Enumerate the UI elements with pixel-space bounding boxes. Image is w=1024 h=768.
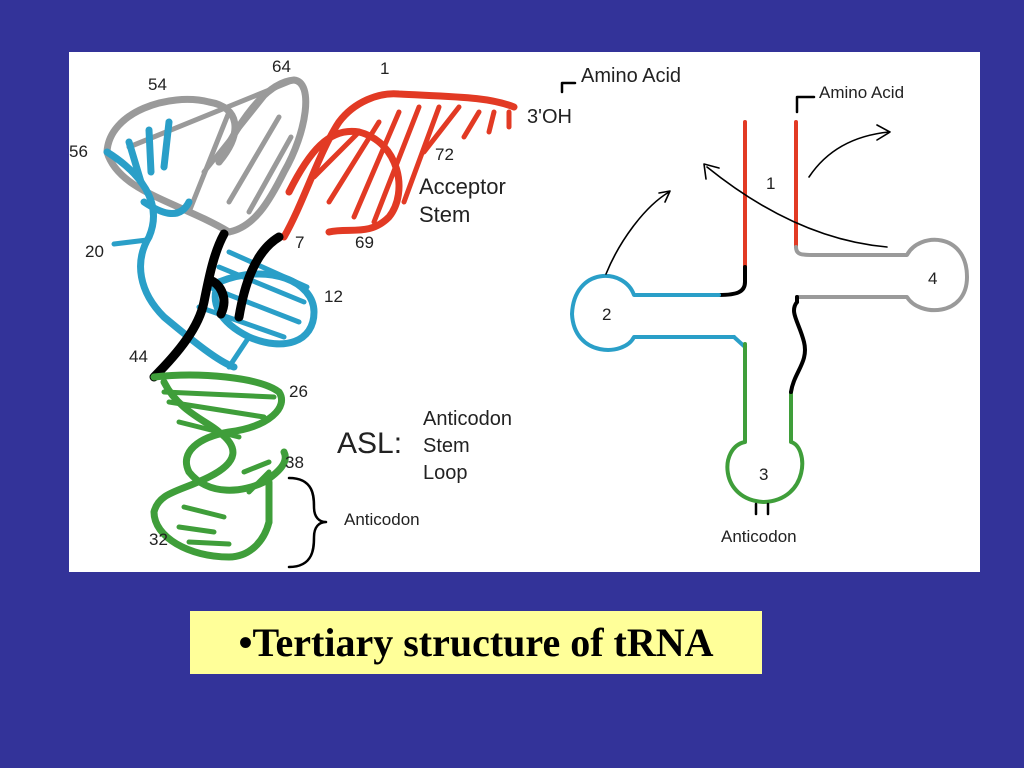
caption-box: •Tertiary structure of tRNA [190,611,762,674]
amino-acid-bracket [560,81,577,94]
residue-32: 32 [149,530,168,549]
residue-1: 1 [380,59,389,78]
loop-4-label: 4 [928,269,937,288]
cloverleaf-anticodon-label: Anticodon [721,527,797,546]
residue-26: 26 [289,382,308,401]
loop-2-label: 2 [602,305,611,324]
residue-12: 12 [324,287,343,306]
residue-20: 20 [85,242,104,261]
arrow-acceptor [808,124,891,178]
t-arm-gray [103,76,310,236]
trna-diagram: 64 1 54 56 72 20 7 69 12 44 26 38 32 Ami… [69,57,969,569]
residue-7: 7 [295,233,304,252]
oh-label: 3'OH [527,106,572,128]
loop-3-label: 3 [759,465,768,484]
anticodon-label: Anticodon [344,510,420,529]
anticodon-arm-green [150,371,289,561]
left-labels: 64 1 54 56 72 20 7 69 12 44 26 38 32 Ami… [69,57,681,549]
residue-44: 44 [129,347,148,366]
asl-loop-label: Loop [423,462,468,484]
residue-64: 64 [272,57,291,76]
acceptor-label: Acceptor [419,174,506,199]
residue-38: 38 [285,453,304,472]
residue-54: 54 [148,75,167,94]
cloverleaf-diagram [570,95,969,516]
cloverleaf-d-arm [570,273,736,352]
cloverleaf-t-arm [794,237,969,312]
anticodon-brace [287,476,328,569]
cloverleaf-anticodon-arm [725,342,805,504]
diagram-panel: 64 1 54 56 72 20 7 69 12 44 26 38 32 Ami… [69,52,980,572]
acceptor-stem-label: Stem [419,202,470,227]
asl-stem-label: Stem [423,435,470,457]
asl-anticodon-label: Anticodon [423,408,512,430]
asl-label: ASL: [337,427,402,460]
amino-acid-label: Amino Acid [581,65,681,87]
amino-acid-bracket-right [795,95,816,114]
linker-black [149,229,284,382]
arrow-d-loop [605,190,671,275]
residue-56: 56 [69,142,88,161]
cloverleaf-amino-acid-label: Amino Acid [819,83,904,102]
right-labels: Amino Acid 1 2 3 4 Anticodon [602,83,937,546]
residue-72: 72 [435,145,454,164]
residue-69: 69 [355,233,374,252]
acceptor-stem-red [280,90,518,241]
arrow-t-loop [703,163,888,248]
loop-1-label: 1 [766,174,775,193]
